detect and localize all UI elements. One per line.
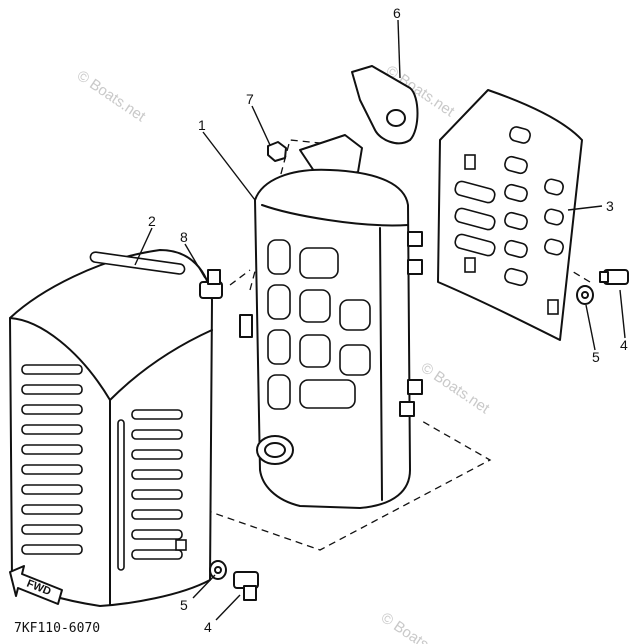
heat-shield <box>437 89 583 341</box>
gasket <box>351 65 419 145</box>
callout-3: 3 <box>606 198 614 214</box>
callout-2: 2 <box>148 213 156 229</box>
bolt-4-right <box>599 269 629 285</box>
diagram-code: 7KF110-6070 <box>14 621 100 636</box>
cover-slots-right <box>131 409 183 560</box>
callout-5-right: 5 <box>592 349 600 365</box>
cover-slots-left <box>21 364 83 555</box>
washer-5-bottom <box>209 560 227 580</box>
watermark-1: © Boats.net <box>74 67 149 126</box>
callout-1: 1 <box>198 117 206 133</box>
nut-7 <box>267 141 287 162</box>
muffler-rib-pattern <box>267 239 371 410</box>
fwd-arrow: FWD <box>9 565 63 605</box>
callout-5-bottom: 5 <box>180 597 188 613</box>
callout-4-right: 4 <box>620 337 628 353</box>
bolt-4-bottom <box>233 571 259 601</box>
callout-7: 7 <box>246 91 254 107</box>
callout-8: 8 <box>180 229 188 245</box>
watermark-5: © Boats.net <box>378 609 453 644</box>
watermark-4: © Boats.net <box>418 359 493 418</box>
muffler-brackets <box>239 231 423 417</box>
washer-5-right <box>576 285 594 305</box>
shield-slots <box>454 126 564 315</box>
muffler <box>239 134 423 509</box>
front-cover <box>9 249 213 607</box>
callouts: 1 2 3 4 4 5 5 6 7 8 <box>148 5 628 635</box>
callout-4-bottom: 4 <box>204 619 212 635</box>
bolt-8 <box>199 269 223 299</box>
callout-6: 6 <box>393 5 401 21</box>
leader-lines <box>134 19 626 621</box>
fasteners <box>199 141 629 601</box>
